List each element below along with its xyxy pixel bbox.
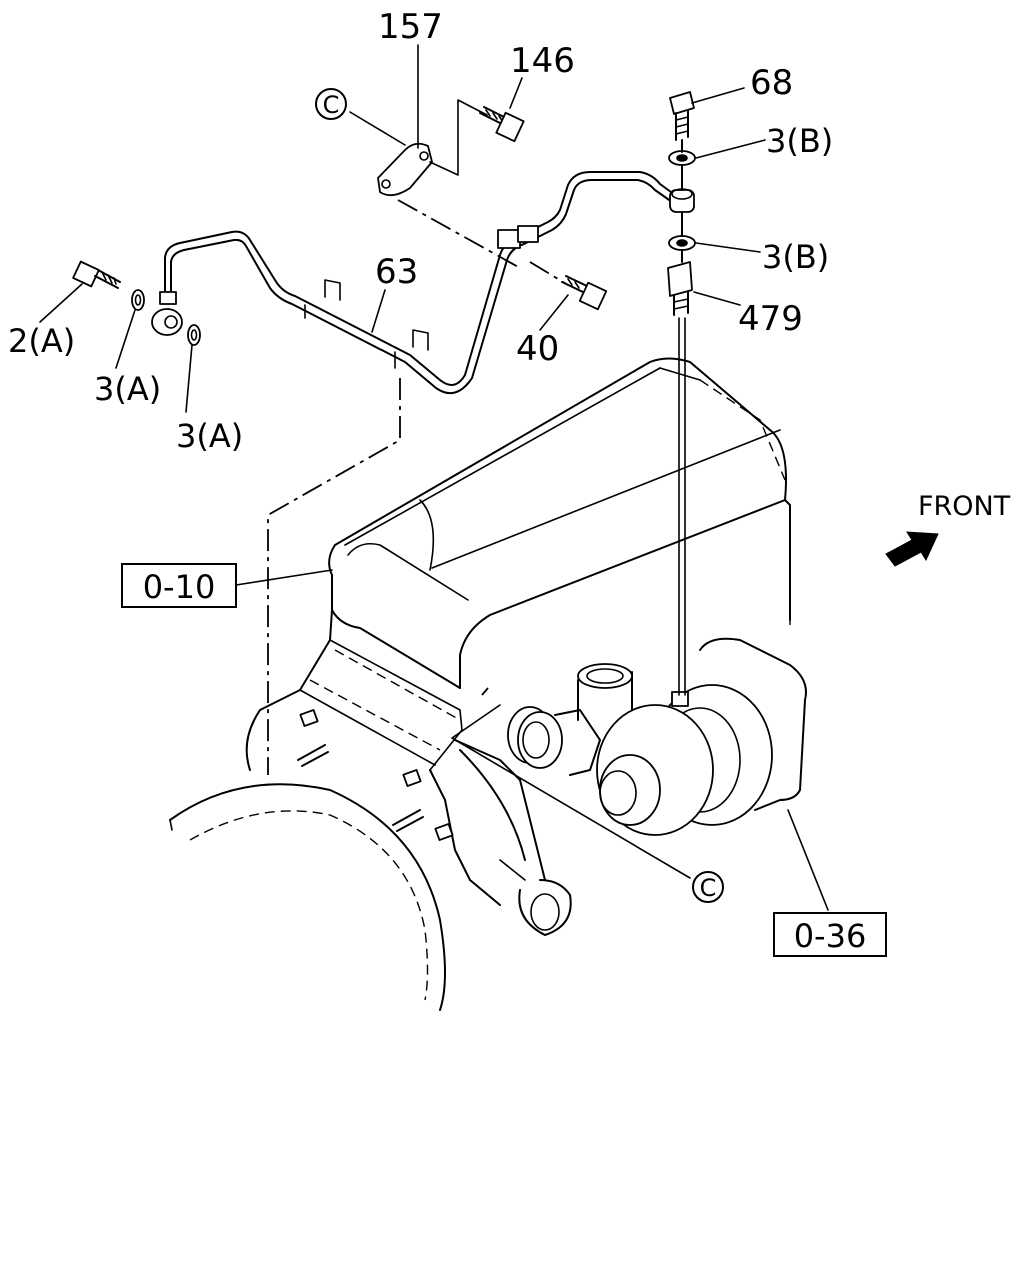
label-157: 157 bbox=[378, 7, 443, 47]
engine-body bbox=[169, 357, 791, 1011]
front-indicator: FRONT bbox=[885, 491, 1011, 567]
label-40: 40 bbox=[516, 329, 559, 369]
arrow-up-right-icon bbox=[885, 531, 939, 567]
bolt-2a bbox=[72, 260, 121, 289]
washers-3a bbox=[131, 289, 201, 346]
circle-c-top: C bbox=[315, 88, 347, 120]
circled-letter-icon bbox=[692, 871, 724, 903]
ref-box-0-36[interactable]: 0-36 bbox=[773, 912, 887, 957]
label-3a-lower: 3(A) bbox=[176, 417, 243, 455]
eyelet-right bbox=[669, 188, 695, 213]
bolt-40 bbox=[561, 275, 608, 311]
label-479: 479 bbox=[738, 299, 803, 339]
ref-0-36-text: 0-36 bbox=[794, 917, 867, 955]
label-146: 146 bbox=[510, 41, 575, 81]
ref-0-10-text: 0-10 bbox=[143, 568, 216, 606]
circle-c-top-text: C bbox=[323, 91, 340, 119]
housing-bolts bbox=[297, 709, 454, 841]
center-lines bbox=[267, 139, 686, 775]
label-3b-upper: 3(B) bbox=[766, 122, 833, 160]
pipe-assembly-63 bbox=[151, 171, 676, 395]
front-label: FRONT bbox=[918, 491, 1011, 522]
label-3a-upper: 3(A) bbox=[94, 370, 161, 408]
ref-box-0-10[interactable]: 0-10 bbox=[121, 563, 237, 608]
bracket-157 bbox=[377, 142, 433, 197]
exhaust-assembly bbox=[507, 637, 807, 836]
adapter-479 bbox=[667, 261, 693, 316]
label-63: 63 bbox=[375, 252, 418, 292]
circled-letter-icon bbox=[315, 88, 347, 120]
part-labels: 157 146 68 3(B) 3(B) 479 63 40 2(A) 3(A)… bbox=[8, 7, 833, 455]
label-68: 68 bbox=[750, 63, 793, 103]
label-2a: 2(A) bbox=[8, 322, 75, 360]
bolt-68 bbox=[669, 91, 695, 141]
leader-lines bbox=[39, 44, 829, 911]
bolt-146 bbox=[479, 106, 525, 143]
circle-c-bottom: C bbox=[692, 871, 724, 903]
circle-c-bottom-text: C bbox=[700, 874, 717, 902]
label-3b-lower: 3(B) bbox=[762, 238, 829, 276]
